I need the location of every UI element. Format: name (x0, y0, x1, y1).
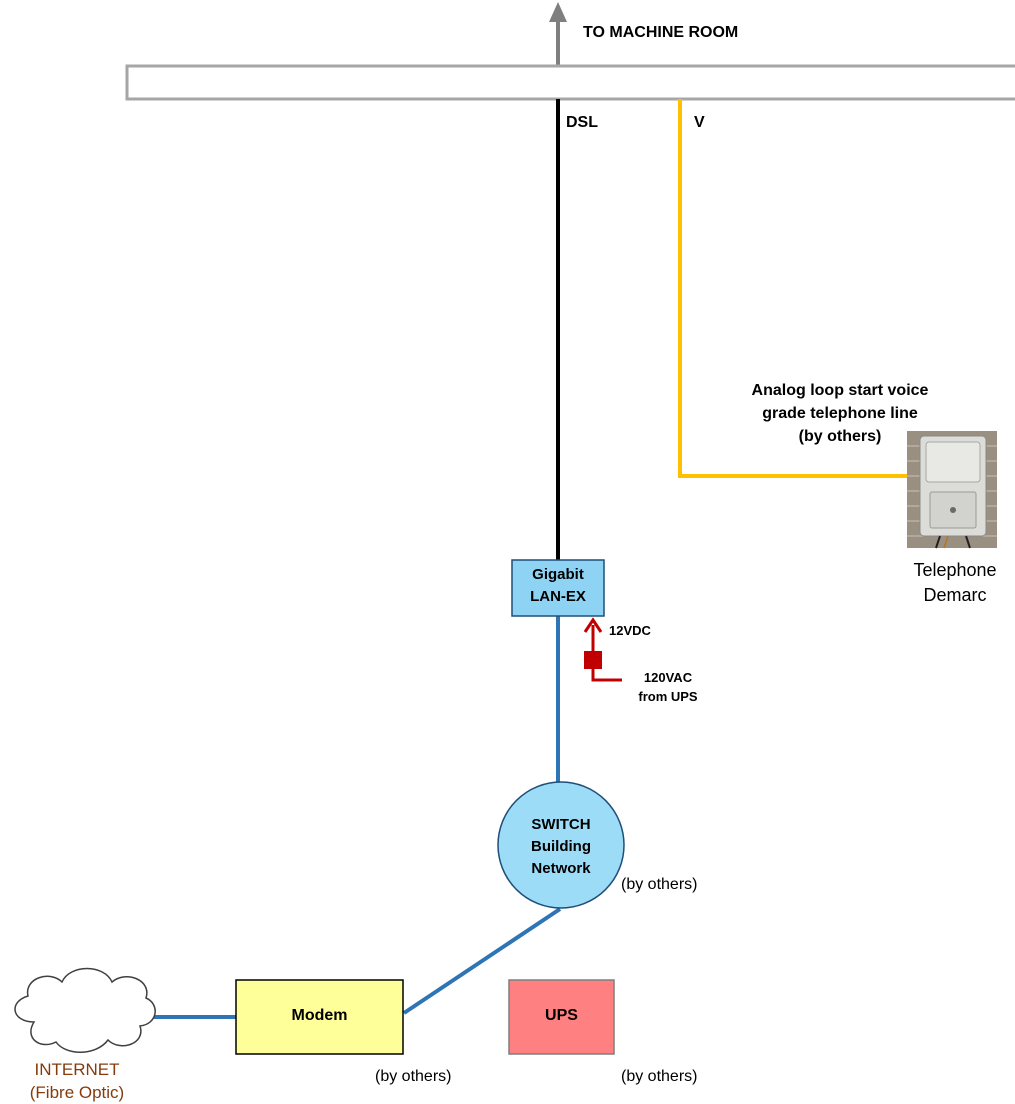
lan-ex-label-line2: LAN-EX (530, 588, 586, 605)
machine-room-label: TO MACHINE ROOM (583, 24, 739, 41)
voice-cable (678, 99, 907, 478)
telephone-demarc-icon (907, 431, 997, 549)
switch-label-line3: Network (531, 860, 591, 877)
analog-line-note-line1: Analog loop start voice (751, 382, 929, 399)
internet-cloud-icon (14, 967, 156, 1053)
ups-note: (by others) (621, 1068, 698, 1085)
internet-label-line2: (Fibre Optic) (29, 1083, 125, 1102)
power-120vac-line2: from UPS (638, 689, 698, 704)
ups-label: UPS (545, 1007, 578, 1024)
switch-circle (497, 781, 625, 909)
power-120vac-line1: 120VAC (643, 670, 693, 685)
lan-ex-label: Gigabit LAN-EX (512, 564, 604, 608)
switch-label: SWITCH Building Network (498, 814, 624, 880)
machine-room-arrow-head (549, 2, 567, 22)
analog-line-note-line2: grade telephone line (762, 405, 918, 422)
power-adapter-icon (584, 651, 602, 669)
power-120vac-label: 120VAC from UPS (628, 668, 708, 706)
lan-ex-label-line1: Gigabit (532, 566, 584, 583)
switch-label-line1: SWITCH (531, 816, 591, 833)
power-12vdc-label: 12VDC (609, 623, 651, 638)
analog-line-note-line3: (by others) (798, 428, 882, 445)
demarc-caption: Telephone Demarc (890, 558, 1015, 608)
voice-cable-label: V (694, 114, 705, 131)
modem-box (235, 979, 404, 1055)
demarc-caption-line2: Demarc (923, 585, 987, 605)
internet-label-line1: INTERNET (34, 1060, 120, 1079)
internet-label: INTERNET (Fibre Optic) (0, 1058, 154, 1104)
dc-power-arrow-icon (583, 617, 603, 633)
switch-label-line2: Building (531, 838, 591, 855)
analog-line-note: Analog loop start voice grade telephone … (690, 379, 990, 448)
dsl-cable-label: DSL (566, 114, 598, 131)
ethernet-switch-modem (402, 907, 562, 1015)
ac-power-cable (591, 669, 622, 682)
lan-ex-box (511, 559, 605, 617)
ups-box (508, 979, 615, 1055)
demarc-caption-line1: Telephone (913, 560, 997, 580)
modem-label: Modem (291, 1007, 348, 1024)
switch-note: (by others) (621, 876, 698, 893)
modem-note: (by others) (375, 1068, 452, 1085)
cable-tray (125, 64, 1015, 101)
